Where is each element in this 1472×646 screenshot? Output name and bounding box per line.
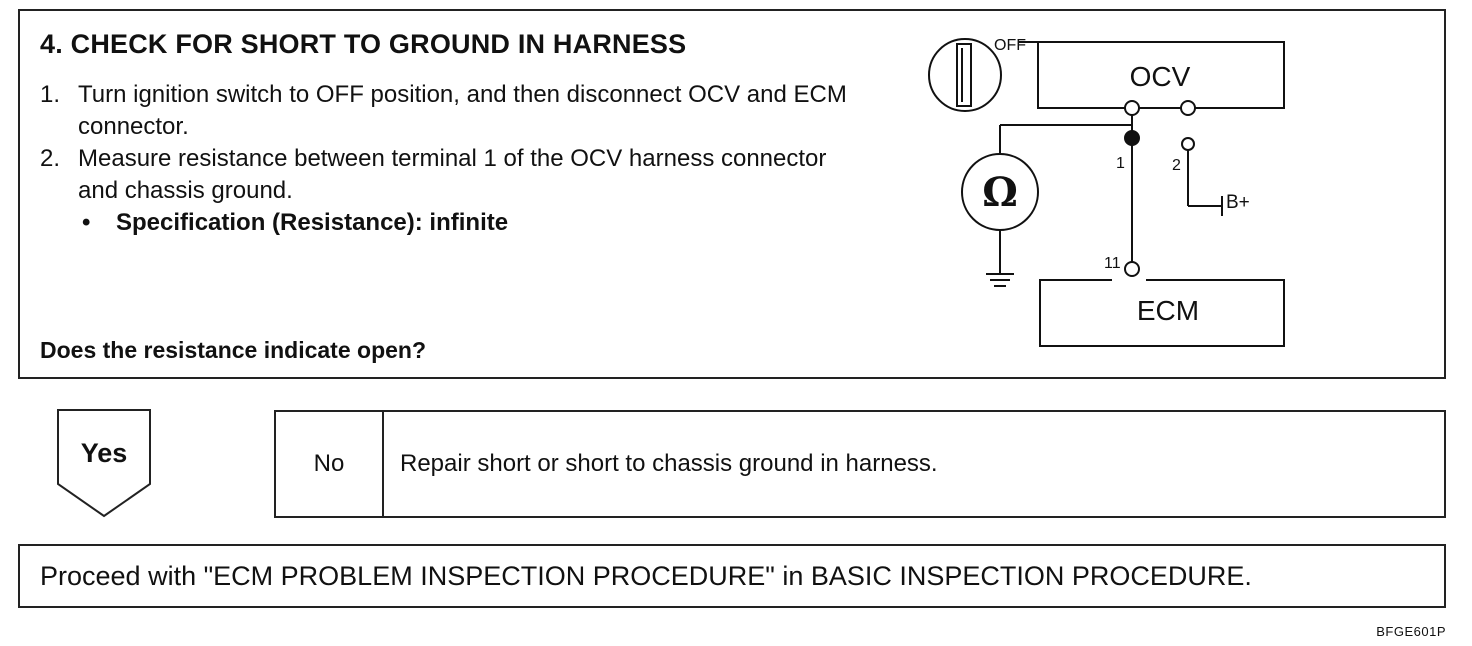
switch-label: OFF — [994, 37, 1026, 54]
circuit-diagram: OFF OCV Ω 1 2 B+ 11 ECM — [928, 37, 1285, 347]
instruction-item: 1. Turn ignition switch to OFF position,… — [40, 79, 860, 143]
no-action-text: Repair short or short to chassis ground … — [400, 450, 938, 477]
battery-label: B+ — [1226, 192, 1250, 213]
terminal-1-label: 1 — [1116, 155, 1125, 172]
specification-text: Specification (Resistance): infinite — [116, 209, 509, 236]
no-branch: No Repair short or short to chassis grou… — [274, 410, 1446, 518]
question: Does the resistance indicate open? — [40, 337, 427, 363]
ocv-label: OCV — [1130, 61, 1191, 92]
yes-label: Yes — [80, 438, 128, 468]
terminal-11-label: 11 — [1104, 255, 1121, 272]
ignition-switch-icon — [928, 38, 1002, 112]
proceed-text: Proceed with "ECM PROBLEM INSPECTION PRO… — [40, 561, 1252, 591]
yes-branch: Yes — [56, 408, 156, 520]
step-title: 4. CHECK FOR SHORT TO GROUND IN HARNESS — [40, 29, 687, 59]
instruction-text: Turn ignition switch to OFF position, an… — [78, 81, 847, 140]
specification: • Specification (Resistance): infinite — [40, 207, 860, 239]
terminal-2-label: 2 — [1172, 157, 1181, 174]
instruction-item: 2. Measure resistance between terminal 1… — [40, 143, 860, 207]
instruction-text: Measure resistance between terminal 1 of… — [78, 145, 827, 204]
ecm-label: ECM — [1137, 295, 1199, 326]
ohm-symbol: Ω — [982, 169, 1018, 216]
instruction-number: 2. — [40, 145, 61, 172]
figure-code: BFGE601P — [1376, 624, 1446, 639]
instruction-number: 1. — [40, 81, 61, 108]
no-label: No — [276, 412, 384, 516]
proceed-box: Proceed with "ECM PROBLEM INSPECTION PRO… — [18, 544, 1446, 608]
step-box: 4. CHECK FOR SHORT TO GROUND IN HARNESS … — [18, 9, 1446, 379]
ground-icon — [986, 273, 1014, 287]
yes-arrow-icon — [57, 409, 151, 518]
instruction-list: 1. Turn ignition switch to OFF position,… — [40, 79, 860, 239]
bullet-icon: • — [82, 209, 91, 236]
